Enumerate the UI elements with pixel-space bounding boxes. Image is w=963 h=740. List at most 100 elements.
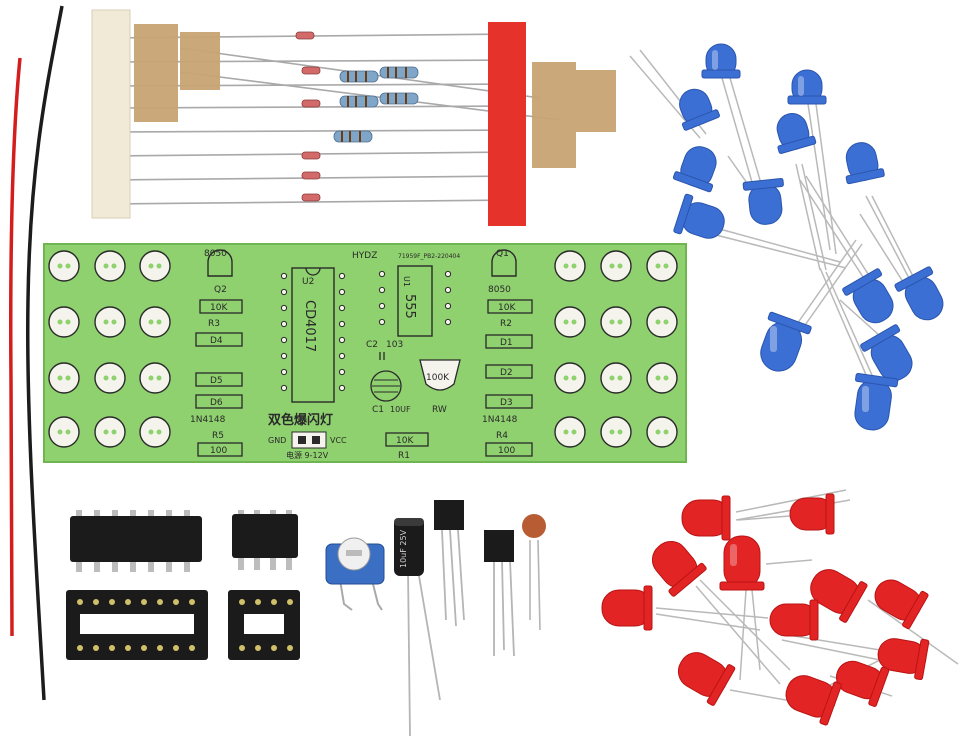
rw-footprint (419, 359, 461, 391)
d6-footprint (195, 394, 243, 409)
d2-footprint (485, 364, 533, 379)
ic-16pin (70, 510, 202, 572)
d2-label: D2 (500, 368, 513, 378)
r1-label: R1 (398, 451, 410, 461)
ic-socket-16pin (66, 590, 208, 660)
blue-led (776, 113, 817, 154)
blue-led (845, 142, 885, 185)
red-led (601, 585, 653, 631)
blue-led (854, 372, 899, 431)
vcc-label: VCC (330, 436, 347, 445)
diode (301, 171, 321, 180)
diode-right-label: 1N4148 (482, 415, 518, 425)
diode (301, 193, 321, 202)
component-tape-strip (91, 9, 616, 226)
gnd-label: GND (268, 436, 286, 445)
u1-label: U1 (402, 276, 411, 287)
red-leds (601, 489, 959, 726)
tape-red (488, 22, 526, 226)
red-led (785, 675, 842, 726)
u2-footprint (291, 267, 335, 403)
d6-label: D6 (210, 398, 223, 408)
blue-led (760, 311, 812, 372)
diode (295, 31, 315, 40)
transistor (484, 530, 515, 657)
diode (301, 151, 321, 160)
rw-value: 100K (426, 373, 450, 383)
r2-value: 10K (498, 303, 516, 313)
ic-socket-8pin (228, 590, 300, 660)
power-wires (9, 5, 64, 701)
ceramic-capacitor (522, 514, 546, 631)
r5-footprint (197, 442, 243, 457)
u2-label: U2 (302, 277, 314, 287)
blue-led (701, 43, 741, 79)
rw-label: RW (432, 405, 447, 415)
resistor (339, 70, 379, 83)
red-led (681, 495, 731, 541)
paper-tab (134, 24, 178, 122)
red-led (651, 540, 707, 597)
c1-footprint (370, 370, 402, 402)
blue-led (860, 324, 913, 381)
resistor (333, 130, 373, 143)
r2-footprint (487, 299, 533, 314)
c1-value: 10UF (390, 405, 411, 414)
d5-footprint (195, 372, 243, 387)
blue-led (673, 193, 725, 239)
diode (301, 99, 321, 108)
board-code: 71959F_PB2-220404 (398, 253, 460, 260)
trimmer-potentiometer (325, 537, 385, 611)
r3-value: 10K (210, 303, 228, 313)
c1-label: C1 (372, 405, 384, 415)
red-led (874, 579, 929, 630)
blue-led (742, 177, 784, 225)
transistor (434, 500, 465, 627)
d3-footprint (485, 394, 533, 409)
power-label: 电源 9-12V (286, 450, 329, 460)
led-pads-right (554, 250, 678, 448)
c2-label: C2 (366, 340, 378, 350)
r2-label: R2 (500, 319, 512, 329)
led-pads-left (48, 250, 171, 448)
r1-footprint (385, 432, 429, 447)
d5-label: D5 (210, 376, 223, 386)
r4-footprint (485, 442, 533, 457)
paper-tab (532, 62, 576, 168)
r5-value: 100 (210, 446, 227, 456)
red-led (677, 652, 736, 706)
resistor (339, 95, 379, 108)
tape-white (91, 9, 131, 219)
red-led (877, 638, 930, 681)
red-led (835, 660, 890, 707)
u1-footprint (397, 265, 433, 337)
r1-value: 10K (396, 436, 414, 446)
d1-label: D1 (500, 338, 513, 348)
resistor (379, 92, 419, 105)
capacitor-print: 10uF 25V (399, 529, 408, 568)
q1-label: Q1 (496, 249, 509, 259)
r3-label: R3 (208, 319, 220, 329)
d4-label: D4 (210, 336, 223, 346)
red-led (769, 599, 819, 641)
q2-label: Q2 (214, 285, 227, 295)
resistor (379, 66, 419, 79)
c2-value: 103 (386, 340, 403, 350)
blue-led (842, 268, 894, 324)
power-header (291, 431, 327, 449)
blue-led (679, 88, 720, 131)
d4-footprint (195, 332, 243, 347)
r3-footprint (199, 299, 243, 314)
electrolytic-capacitor: 10uF 25V (394, 518, 441, 737)
diode-left-label: 1N4148 (190, 415, 226, 425)
brand-label: HYDZ (352, 251, 377, 261)
pcb-board: 8050 Q2 10K R3 D4 D5 D6 1N4148 R5 100 U2… (43, 243, 687, 463)
paper-tab (180, 32, 220, 90)
d3-label: D3 (500, 398, 513, 408)
q2-part-label: 8050 (204, 249, 227, 259)
diode (301, 66, 321, 75)
red-led (719, 535, 765, 591)
d1-footprint (485, 334, 533, 349)
r4-value: 100 (498, 446, 515, 456)
